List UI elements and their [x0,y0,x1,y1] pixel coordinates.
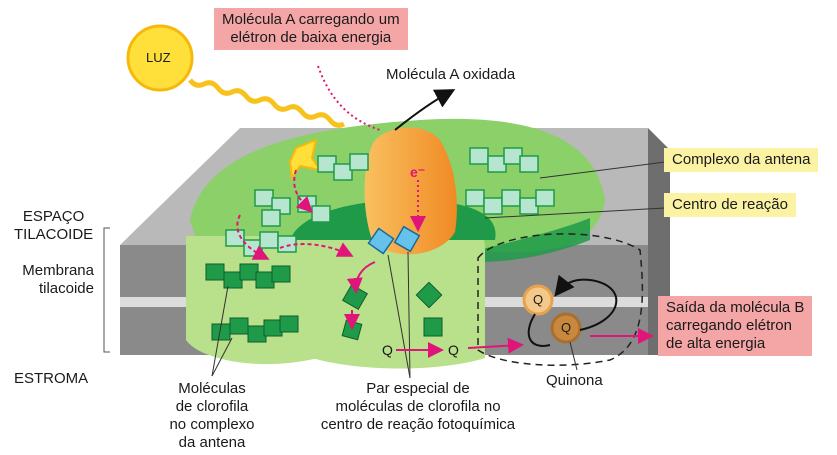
sun [126,24,194,92]
light-label: LUZ [146,50,171,65]
special-pair-label: Par especial de moléculas de clorofila n… [320,380,516,433]
antenna-complex-front-right [478,218,590,262]
quinone-cycle-arrow-lower [527,313,551,347]
quinone-label: Quinona [546,372,603,389]
reaction-center-label: Centro de reação [664,193,796,217]
light-flash-icon [288,138,323,181]
electron-symbol: e⁻ [410,164,426,180]
quinone-oxidized [522,284,554,316]
reaction-center-orange-protein [364,127,457,255]
quinone-symbol-rc: Q [382,342,393,358]
quinone-symbol-middle: Q [448,342,459,358]
light-wave-icon [188,78,346,128]
special-pair [367,225,421,255]
thylakoid-membrane-label: Membrana tilacoide [22,262,94,297]
electron-path [236,65,654,358]
quinone-reduced [550,312,582,344]
special-pair-chlorophyll-1 [367,227,395,255]
molecule-b-exit-label: Saída da molécula B carregando elétron d… [658,296,813,356]
stroma-label: ESTROMA [14,370,89,387]
sun-icon [126,24,194,92]
molecule-a-carrying-label: Molécula A carregando um elétron de baix… [214,8,408,50]
chlorophyll-antenna-label: Moléculas de clorofila no complexo da an… [169,380,255,451]
membrane-bracket [103,227,110,353]
oxidized-arrow [394,89,456,131]
thylakoid-space-label: ESPAÇO TILACOIDE [14,208,94,243]
antenna-chlorophyll-dark [205,263,299,343]
molecule-a-oxidized-label: Molécula A oxidada [386,66,516,83]
quinone-pool-outline [477,233,644,366]
pointer-lines [211,161,666,379]
antenna-complex-label: Complexo da antena [664,148,819,172]
quinone-cycle-arrow [554,274,618,331]
quinone-symbol-pool-1: Q [533,292,544,307]
quinone-symbol-pool-2: Q [561,320,572,335]
